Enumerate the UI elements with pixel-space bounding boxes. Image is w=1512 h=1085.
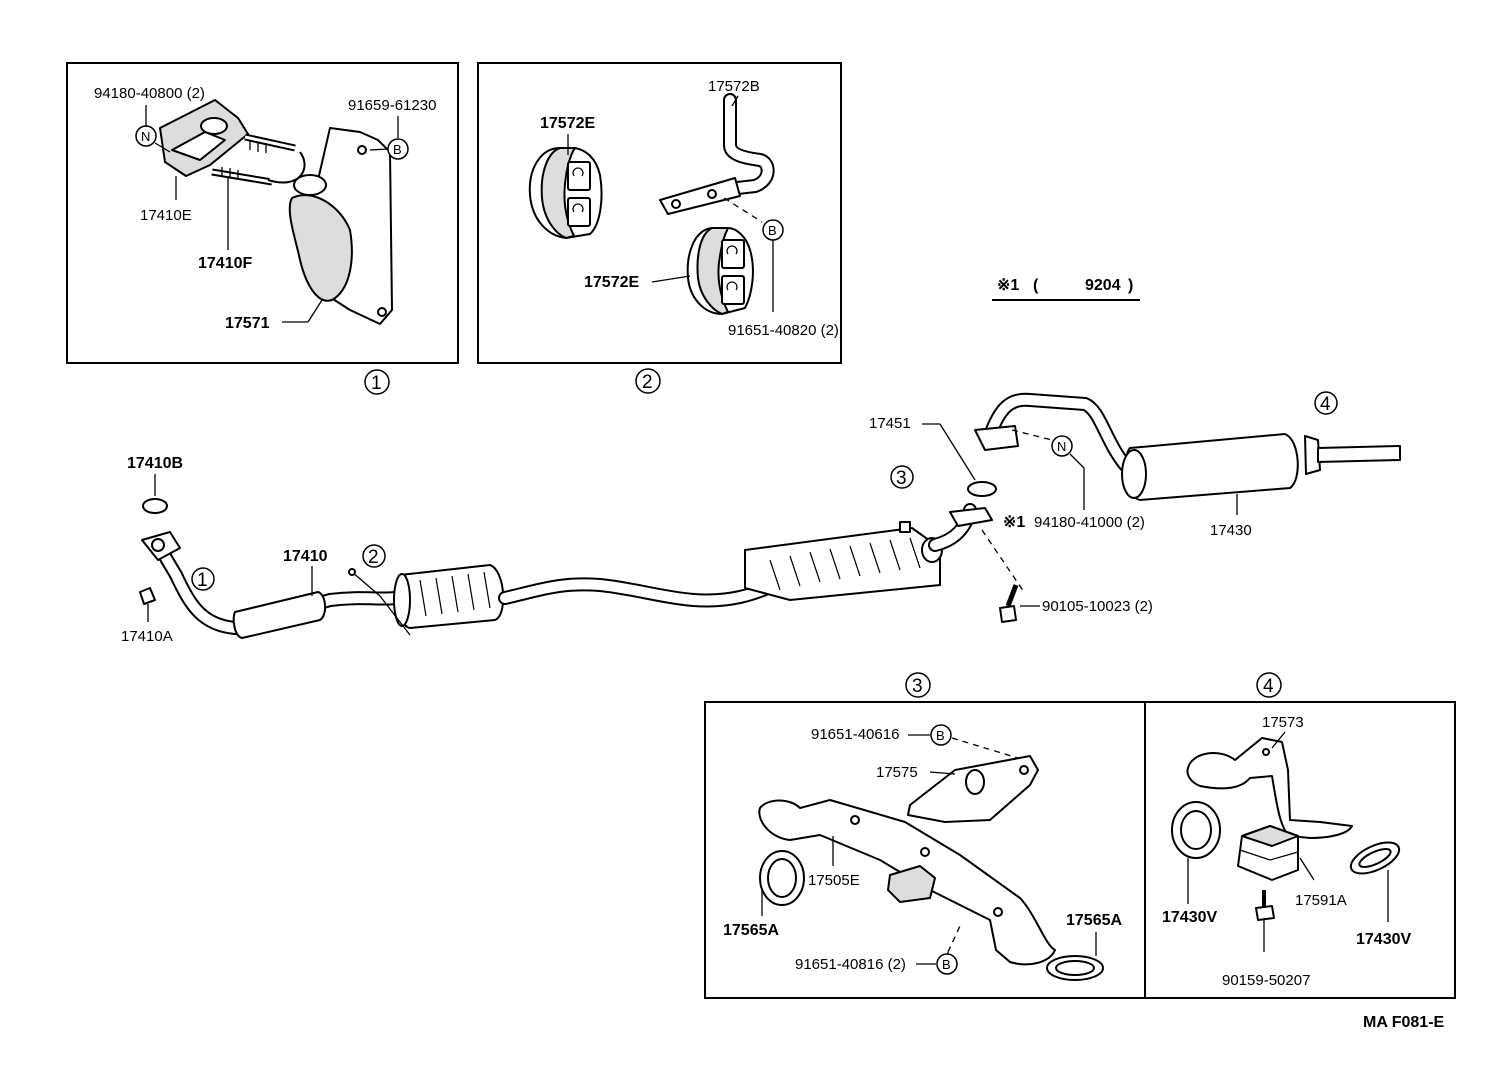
n-symbol-main [1051, 435, 1073, 457]
b-symbol-box3-bottom [936, 953, 958, 975]
b-symbol-box3-top [930, 724, 952, 746]
detail-box-4: 4 17573 17430V 17591A 17430V 90159-50207 [1144, 672, 1456, 999]
label-17565A-left: 17565A [723, 922, 779, 939]
label-17410F: 17410F [198, 255, 252, 272]
detail-callout-2-text: 2 [368, 547, 379, 568]
label-17575: 17575 [876, 764, 918, 781]
diagram-id: MA F081-E [1363, 1014, 1445, 1031]
center-muffler-drawing [393, 564, 505, 629]
label-ref-mark: ※1 [1003, 514, 1025, 531]
label-94180-40800: 94180-40800 (2) [94, 85, 205, 102]
b-symbol-text-box3-top: B [936, 728, 945, 743]
n-symbol-box1 [135, 125, 157, 147]
tail-muffler-17430-drawing [974, 392, 1401, 501]
nut-17410A-drawing [139, 587, 156, 605]
detail-callout-4 [1314, 391, 1338, 415]
label-17571: 17571 [225, 315, 270, 332]
detail-number-3-box [905, 672, 931, 698]
hanger-17572E-top-drawing [528, 147, 603, 239]
label-90105-10023: 90105-10023 (2) [1042, 598, 1153, 615]
label-17451: 17451 [869, 415, 911, 432]
rear-flange-drawing [949, 507, 993, 527]
gasket-17451-drawing [967, 481, 997, 497]
label-17572B: 17572B [708, 78, 760, 95]
label-17591A: 17591A [1295, 892, 1347, 909]
n-symbol-text-box1: N [141, 129, 150, 144]
flange-17410E-drawing [159, 99, 249, 177]
label-17430: 17430 [1210, 522, 1252, 539]
label-90159-50207: 90159-50207 [1222, 972, 1310, 989]
label-17410E: 17410E [140, 207, 192, 224]
b-symbol-text-box3-bottom: B [942, 957, 951, 972]
label-17565A-right: 17565A [1066, 912, 1122, 929]
label-94180-41000: 94180-41000 (2) [1034, 514, 1145, 531]
detail-box-4-frame [1144, 701, 1456, 999]
bracket-17505E-drawing [758, 799, 1056, 966]
label-17410B: 17410B [127, 455, 183, 472]
label-17410: 17410 [283, 548, 328, 565]
detail-callout-4-text: 4 [1320, 394, 1331, 415]
footnote-code: 9204 [1085, 277, 1121, 294]
detail-callout-2 [362, 544, 386, 568]
detail-box-2-frame [477, 62, 842, 364]
bolt-90159-drawing [1255, 890, 1275, 952]
footnote-symbol: ※1 [997, 277, 1019, 294]
detail-number-2-box [635, 368, 661, 394]
label-91659-61230: 91659-61230 [348, 97, 436, 114]
label-91651-40820: 91651-40820 (2) [728, 322, 839, 339]
hanger-17572B-drawing [659, 93, 775, 215]
label-17572E-top: 17572E [540, 115, 595, 132]
label-17430V-left: 17430V [1162, 909, 1217, 926]
detail-box-1: 94180-40800 (2) N 91659-61230 B 17410E 1… [66, 62, 459, 395]
label-91651-40816: 91651-40816 (2) [795, 956, 906, 973]
label-17410A: 17410A [121, 628, 173, 645]
label-17505E: 17505E [808, 872, 860, 889]
detail-box-2: 17572E 17572B B 91651-40820 (2) 17572E 2 [477, 62, 842, 394]
detail-number-1-box [364, 369, 390, 395]
detail-callout-3-text: 3 [896, 468, 907, 489]
main-exhaust-assembly: 17410B 17410A 1 17410 2 3 17451 N ※1 941… [121, 391, 1401, 645]
hanger-17572E-bottom-drawing [686, 227, 754, 315]
bracket-17571-drawing [288, 127, 393, 325]
label-17572E-bottom: 17572E [584, 274, 639, 291]
gasket-17410B-drawing [142, 498, 168, 514]
label-17573: 17573 [1262, 714, 1304, 731]
b-symbol-text-box1: B [393, 142, 402, 157]
detail-callout-1-text: 1 [197, 570, 208, 591]
footnote-close-paren: ) [1128, 277, 1133, 294]
main-muffler-drawing [744, 521, 943, 601]
stud-17410F-drawing [211, 133, 306, 186]
detail-callout-3 [890, 465, 914, 489]
n-symbol-text-main: N [1057, 439, 1066, 454]
footnote-block: ※1 ( 9204 ) [992, 277, 1140, 301]
detail-number-2-text: 2 [642, 372, 653, 393]
label-91651-40616: 91651-40616 [811, 726, 899, 743]
detail-number-3-text: 3 [912, 676, 923, 697]
footnote-open-paren: ( [1033, 277, 1039, 294]
label-17430V-right: 17430V [1356, 931, 1411, 948]
detail-number-1-text: 1 [371, 373, 382, 394]
bolt-90105-drawing [999, 584, 1019, 623]
detail-callout-1 [191, 567, 215, 591]
resonator-17410-drawing [232, 591, 326, 639]
detail-box-3: 3 91651-40616 B 17575 17505E 17565A 1756… [704, 672, 1146, 999]
detail-number-4-box [1256, 672, 1282, 698]
b-symbol-text-box2: B [768, 223, 777, 238]
detail-box-1-frame [66, 62, 459, 364]
detail-number-4-text: 4 [1263, 676, 1274, 697]
